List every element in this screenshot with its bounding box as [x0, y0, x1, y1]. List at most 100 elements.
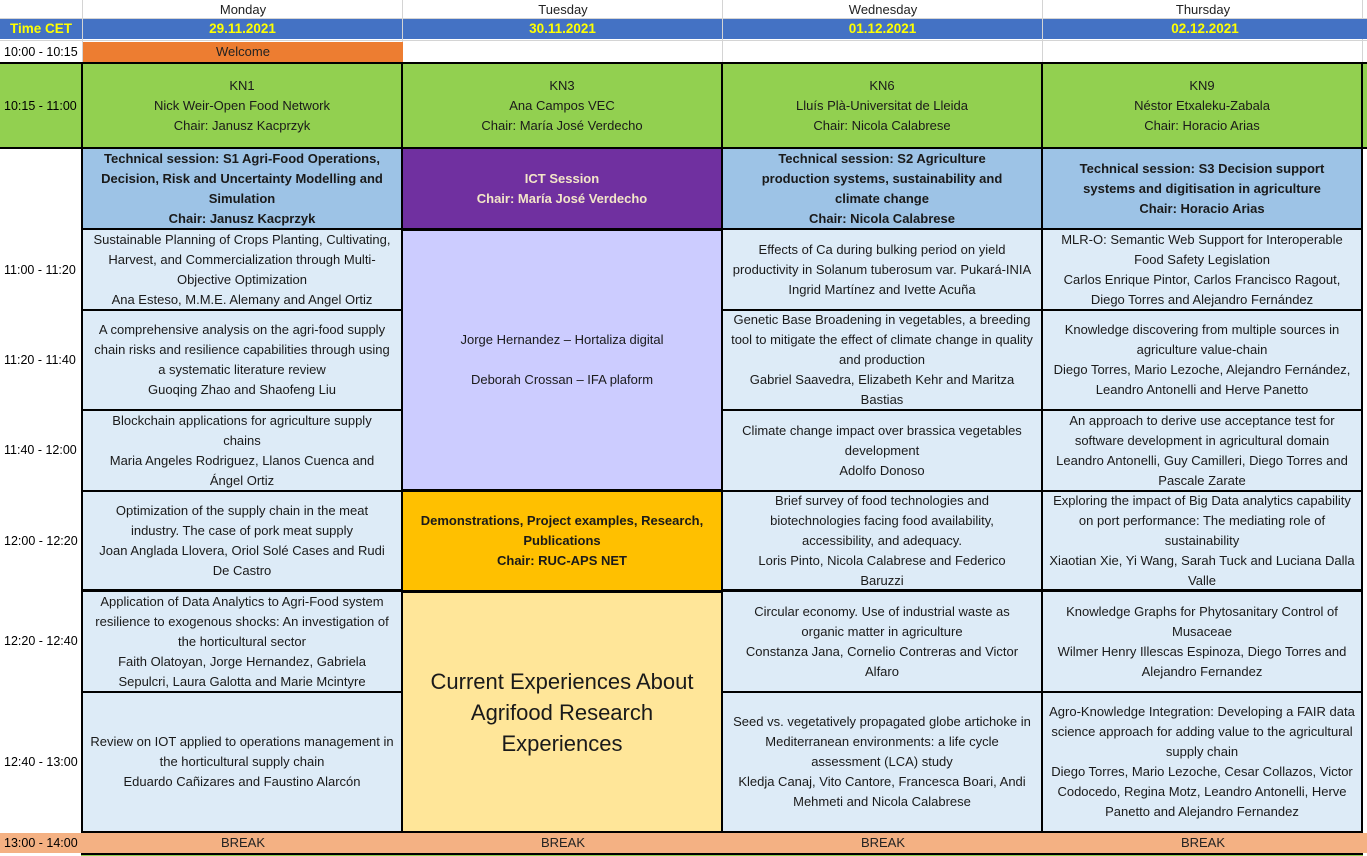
ict-talk: Jorge Hernandez – Hortaliza digital: [460, 332, 664, 347]
paper-monday-1: Sustainable Planning of Crops Planting, …: [81, 229, 403, 310]
keynote-kn3: KN3 Ana Campos VEC Chair: María José Ver…: [401, 62, 723, 149]
demo-title: Demonstrations, Project examples, Resear…: [420, 513, 704, 548]
date-header-tuesday: 30.11.2021: [403, 19, 722, 39]
time-slot: 13:00 - 14:00: [4, 836, 78, 850]
paper-title: Application of Data Analytics to Agri-Fo…: [95, 593, 389, 649]
time-slot: 12:20 - 12:40: [4, 634, 78, 648]
date-header-thursday: 02.12.2021: [1043, 19, 1367, 39]
keynote-speaker: Ana Campos VEC: [509, 97, 615, 113]
paper-authors: Wilmer Henry Illescas Espinoza, Diego To…: [1057, 643, 1347, 679]
paper-title: An approach to derive use acceptance tes…: [1069, 412, 1335, 448]
time-slot: 11:00 - 11:20: [4, 263, 76, 277]
session-title: ICT Session: [524, 170, 600, 186]
day-name-monday: Monday: [219, 1, 267, 17]
paper-title: Brief survey of food technologies and bi…: [770, 492, 994, 548]
keynote-code: KN3: [549, 77, 575, 93]
session-chair: Chair: Horacio Arias: [1139, 200, 1265, 216]
paper-monday-4: Optimization of the supply chain in the …: [81, 490, 403, 591]
session-title: Technical session: S2 Agriculture produc…: [761, 150, 1003, 206]
paper-monday-6: Review on IOT applied to operations mana…: [81, 691, 403, 833]
paper-thursday-6: Agro-Knowledge Integration: Developing a…: [1041, 691, 1363, 833]
keynote-chair: Chair: Nicola Calabrese: [813, 117, 951, 133]
paper-authors: Gabriel Saavedra, Elizabeth Kehr and Mar…: [749, 372, 1015, 407]
break-thursday: BREAK: [1043, 833, 1363, 853]
session-title: Technical session: S3 Decision support s…: [1079, 160, 1325, 196]
keynote-speaker: Néstor Etxaleku-Zabala: [1134, 97, 1270, 113]
keynote-kn9: KN9 Néstor Etxaleku-Zabala Chair: Horaci…: [1041, 62, 1363, 149]
time-slot: 11:40 - 12:00: [4, 443, 77, 457]
paper-monday-5: Application of Data Analytics to Agri-Fo…: [81, 591, 403, 692]
time-slot: 12:00 - 12:20: [4, 533, 78, 548]
paper-wednesday-1: Effects of Ca during bulking period on y…: [721, 229, 1043, 310]
demo-chair: Chair: RUC-APS NET: [496, 553, 627, 568]
keynote-speaker: Lluís Plà-Universitat de Lleida: [796, 97, 968, 113]
paper-authors: Diego Torres, Mario Lezoche, Alejandro F…: [1053, 362, 1351, 397]
keynote-kn6: KN6 Lluís Plà-Universitat de Lleida Chai…: [721, 62, 1043, 149]
ict-talk: Deborah Crossan – IFA plaform: [470, 372, 654, 387]
paper-title: Seed vs. vegetatively propagated globe a…: [733, 714, 1031, 769]
paper-title: A comprehensive analysis on the agri-foo…: [94, 322, 390, 377]
session-chair: Chair: Nicola Calabrese: [809, 210, 955, 226]
day-name-tuesday: Tuesday: [538, 1, 588, 17]
welcome-cell: Welcome: [83, 42, 403, 62]
paper-authors: Faith Olatoyan, Jorge Hernandez, Gabriel…: [118, 653, 366, 689]
day-name-wednesday: Wednesday: [848, 1, 918, 17]
ict-talks-block: Jorge Hernandez – Hortaliza digital Debo…: [401, 229, 723, 491]
paper-title: Climate change impact over brassica vege…: [742, 422, 1022, 458]
session-title: Technical session: S1 Agri-Food Operatio…: [101, 150, 383, 206]
session-header-s1: Technical session: S1 Agri-Food Operatio…: [81, 147, 403, 230]
paper-wednesday-5: Circular economy. Use of industrial wast…: [721, 591, 1043, 692]
paper-wednesday-3: Climate change impact over brassica vege…: [721, 410, 1043, 491]
paper-authors: Diego Torres, Mario Lezoche, Cesar Colla…: [1051, 764, 1353, 819]
time-slot: 10:15 - 11:00: [4, 98, 77, 113]
keynote-code: KN9: [1189, 77, 1215, 93]
gridline: [0, 18, 1367, 19]
paper-monday-3: Blockchain applications for agriculture …: [81, 410, 403, 491]
date-header-monday: 29.11.2021: [83, 19, 402, 39]
paper-thursday-4: Exploring the impact of Big Data analyti…: [1041, 490, 1363, 591]
paper-wednesday-6: Seed vs. vegetatively propagated globe a…: [721, 691, 1043, 833]
time-slot: 12:40 - 13:00: [4, 754, 78, 769]
paper-authors: Kledja Canaj, Vito Cantore, Francesca Bo…: [738, 774, 1026, 809]
paper-authors: Guoqing Zhao and Shaofeng Liu: [148, 382, 336, 397]
paper-authors: Joan Anglada Llovera, Oriol Solé Cases a…: [99, 542, 385, 578]
paper-authors: Eduardo Cañizares and Faustino Alarcón: [123, 774, 361, 789]
keynote-chair: Chair: Janusz Kacprzyk: [173, 117, 311, 133]
paper-monday-2: A comprehensive analysis on the agri-foo…: [81, 310, 403, 410]
paper-thursday-3: An approach to derive use acceptance tes…: [1041, 410, 1363, 491]
paper-thursday-1: MLR-O: Semantic Web Support for Interope…: [1041, 229, 1363, 310]
break-wednesday: BREAK: [723, 833, 1043, 853]
paper-authors: Ingrid Martínez and Ivette Acuña: [788, 281, 976, 297]
demo-session-block: Demonstrations, Project examples, Resear…: [401, 490, 723, 592]
paper-title: Sustainable Planning of Crops Planting, …: [93, 231, 391, 287]
next-keynote-row: [81, 853, 1363, 856]
session-header-s2: Technical session: S2 Agriculture produc…: [721, 147, 1043, 230]
paper-thursday-2: Knowledge discovering from multiple sour…: [1041, 310, 1363, 410]
paper-authors: Maria Angeles Rodriguez, Llanos Cuenca a…: [109, 452, 375, 488]
paper-title: Exploring the impact of Big Data analyti…: [1053, 492, 1351, 548]
session-header-ict: ICT Session Chair: María José Verdecho: [401, 147, 723, 230]
break-monday: BREAK: [83, 833, 403, 853]
paper-title: Knowledge Graphs for Phytosanitary Contr…: [1066, 603, 1338, 639]
paper-authors: Carlos Enrique Pintor, Carlos Francisco …: [1063, 271, 1341, 307]
time-slot: 10:00 - 10:15: [4, 44, 78, 59]
paper-title: MLR-O: Semantic Web Support for Interope…: [1061, 231, 1343, 267]
keynote-code: KN6: [869, 77, 895, 93]
paper-authors: Leandro Antonelli, Guy Camilleri, Diego …: [1056, 452, 1348, 488]
time-column-header: Time CET: [0, 19, 82, 39]
keynote-code: KN1: [229, 77, 255, 93]
paper-title: Genetic Base Broadening in vegetables, a…: [731, 312, 1033, 367]
paper-wednesday-4: Brief survey of food technologies and bi…: [721, 490, 1043, 591]
session-chair: Chair: Janusz Kacprzyk: [168, 210, 316, 226]
paper-title: Review on IOT applied to operations mana…: [90, 734, 394, 769]
paper-thursday-5: Knowledge Graphs for Phytosanitary Contr…: [1041, 591, 1363, 692]
paper-authors: Loris Pinto, Nicola Calabrese and Federi…: [758, 552, 1006, 588]
day-name-thursday: Thursday: [1175, 1, 1231, 17]
keynote-kn1: KN1 Nick Weir-Open Food Network Chair: J…: [81, 62, 403, 149]
session-chair: Chair: María José Verdecho: [476, 190, 648, 206]
current-experiences-block: Current Experiences About Agrifood Resea…: [401, 591, 723, 833]
paper-authors: Ana Esteso, M.M.E. Alemany and Angel Ort…: [111, 291, 373, 307]
keynote-chair: Chair: María José Verdecho: [481, 117, 643, 133]
paper-authors: Xiaotian Xie, Yi Wang, Sarah Tuck and Lu…: [1049, 552, 1355, 588]
time-slot: 11:20 - 11:40: [4, 353, 76, 367]
